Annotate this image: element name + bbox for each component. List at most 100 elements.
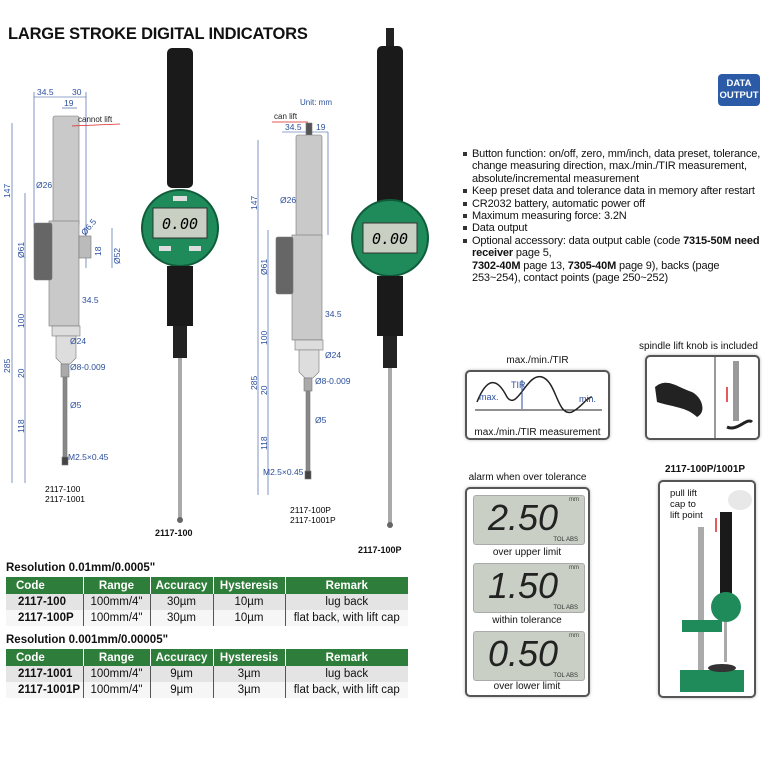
table-header: Code Range Accuracy Hysteresis Remark (6, 649, 408, 666)
tir-title: max./min./TIR (506, 355, 569, 366)
dim-d8: Ø8-0.009 (315, 376, 351, 386)
dim-d26: Ø26 (280, 195, 296, 205)
alarm-panel: 2.50 mm TOL ABS over upper limit 1.50 mm… (465, 487, 590, 697)
col-code: Code (6, 649, 84, 666)
tir-wave-icon: max. TIR min. (475, 376, 602, 414)
model-label: 2117-100 (155, 528, 193, 538)
cell-code: 2117-1001P (6, 682, 84, 698)
table-row: 2117-1001 100mm/4" 9µm 3µm lug back (6, 666, 408, 682)
dimension-drawing-lug-back: 34.5 30 19 cannot lift 147 Ø26 Ø61 Ø6.5 … (2, 87, 122, 504)
col-range: Range (83, 649, 151, 666)
spindle-knob-photo (645, 355, 760, 440)
dim-100: 100 (259, 331, 269, 345)
alarm-title: alarm when over tolerance (468, 472, 587, 483)
cell-code: 2117-100 (6, 594, 84, 610)
dim-d5: Ø5 (315, 415, 327, 425)
dim-285: 285 (249, 376, 259, 390)
lcd-over-lower: 0.50 mm TOL ABS (473, 631, 585, 681)
model-label: 2117-100P (290, 505, 331, 515)
stand-title: 2117-100P/1001P (665, 464, 746, 475)
cell-remark: lug back (285, 594, 408, 610)
feature-item-accessory: Optional accessory: data output cable (c… (462, 235, 765, 285)
feature-item: Keep preset data and tolerance data in m… (462, 185, 765, 197)
dim-thread: M2.5×0.45 (68, 452, 109, 462)
spec-table-0.001: Code Range Accuracy Hysteresis Remark 21… (6, 649, 408, 698)
data-output-badge: DATA OUTPUT (718, 74, 760, 106)
model-label: 2117-100P (358, 545, 402, 555)
cell-remark: lug back (285, 666, 408, 682)
dim-34-5: 34.5 (325, 309, 342, 319)
lcd-indicator: TOL ABS (553, 605, 578, 611)
dim-d52: Ø52 (112, 248, 122, 264)
dim-d24: Ø24 (70, 336, 86, 346)
feature-item: Button function: on/off, zero, mm/inch, … (462, 148, 765, 185)
feature-item: Data output (462, 222, 765, 234)
page-title: LARGE STROKE DIGITAL INDICATORS (8, 25, 308, 43)
alarm-caption: over lower limit (493, 681, 561, 692)
dim-width-right: 30 (72, 87, 82, 97)
resolution-title: Resolution 0.01mm/0.0005" (6, 562, 156, 574)
cell-hysteresis: 3µm (213, 666, 286, 682)
resolution-title: Resolution 0.001mm/0.00005" (6, 634, 169, 646)
text: page 5, (513, 247, 552, 260)
indicator-photo-flat-back: 0.00 (351, 28, 429, 528)
indicator-photo-lug-back: 0.00 (141, 48, 219, 523)
dim-d8: Ø8-0.009 (70, 362, 106, 372)
badge-line: OUTPUT (719, 90, 759, 101)
dim-d65: Ø6.5 (79, 217, 99, 238)
dim-285: 285 (2, 359, 12, 373)
lift-knob-icon (655, 357, 754, 438)
col-range: Range (83, 577, 151, 594)
stand-note: pull lift cap to lift point (670, 488, 703, 521)
code: 7302-40M (472, 259, 521, 272)
max-label: max. (479, 392, 499, 402)
model-label: 2117-1001P (290, 515, 336, 525)
lcd-value: 0.50 (488, 633, 559, 674)
tir-caption: max./min./TIR measurement (474, 427, 601, 438)
lcd-display: 0.00 (162, 215, 198, 233)
cell-remark: flat back, with lift cap (285, 610, 408, 626)
unit-label: Unit: mm (300, 98, 332, 107)
dim-34-5: 34.5 (82, 295, 99, 305)
lcd-unit: mm (569, 633, 579, 639)
cannot-lift-note: cannot lift (78, 115, 113, 124)
table-header: Code Range Accuracy Hysteresis Remark (6, 577, 408, 594)
dim-thread: M2.5×0.45 (263, 467, 304, 477)
spindle-title: spindle lift knob is included (639, 341, 758, 352)
stand-illustration (680, 490, 752, 692)
col-hysteresis: Hysteresis (213, 649, 286, 666)
badge-line: DATA (726, 78, 752, 89)
dim-100: 100 (16, 314, 26, 328)
dim-20: 20 (16, 368, 26, 378)
cell-accuracy: 9µm (150, 682, 214, 698)
model-label: 2117-1001 (45, 494, 85, 504)
cell-accuracy: 30µm (150, 610, 214, 626)
lcd-indicator: TOL ABS (553, 537, 578, 543)
cell-code: 2117-100P (6, 610, 84, 626)
dim-d61: Ø61 (259, 259, 269, 275)
col-hysteresis: Hysteresis (213, 577, 286, 594)
dim-118: 118 (259, 436, 269, 450)
dim-19: 19 (64, 98, 74, 108)
dim-147: 147 (2, 184, 12, 198)
note-line: pull lift (670, 488, 697, 499)
lcd-unit: mm (569, 565, 579, 571)
min-label: min. (579, 394, 596, 404)
table-row: 2117-100 100mm/4" 30µm 10µm lug back (6, 594, 408, 610)
cell-remark: flat back, with lift cap (285, 682, 408, 698)
cell-range: 100mm/4" (83, 610, 151, 626)
lcd-unit: mm (569, 497, 579, 503)
col-accuracy: Accuracy (150, 577, 214, 594)
dim-20: 20 (259, 385, 269, 395)
cell-accuracy: 9µm (150, 666, 214, 682)
dim-d5: Ø5 (70, 400, 82, 410)
lcd-indicator: TOL ABS (553, 673, 578, 679)
text: page 9), backs (page 253~254), contact p… (472, 259, 720, 285)
spec-table-0.01: Code Range Accuracy Hysteresis Remark 21… (6, 577, 408, 626)
dim-19: 19 (316, 122, 326, 132)
dim-d26: Ø26 (36, 180, 52, 190)
text: Optional accessory: data output cable (c… (472, 234, 684, 247)
dim-d61: Ø61 (16, 242, 26, 258)
feature-item: CR2032 battery, automatic power off (462, 198, 765, 210)
lcd-within: 1.50 mm TOL ABS (473, 563, 585, 613)
